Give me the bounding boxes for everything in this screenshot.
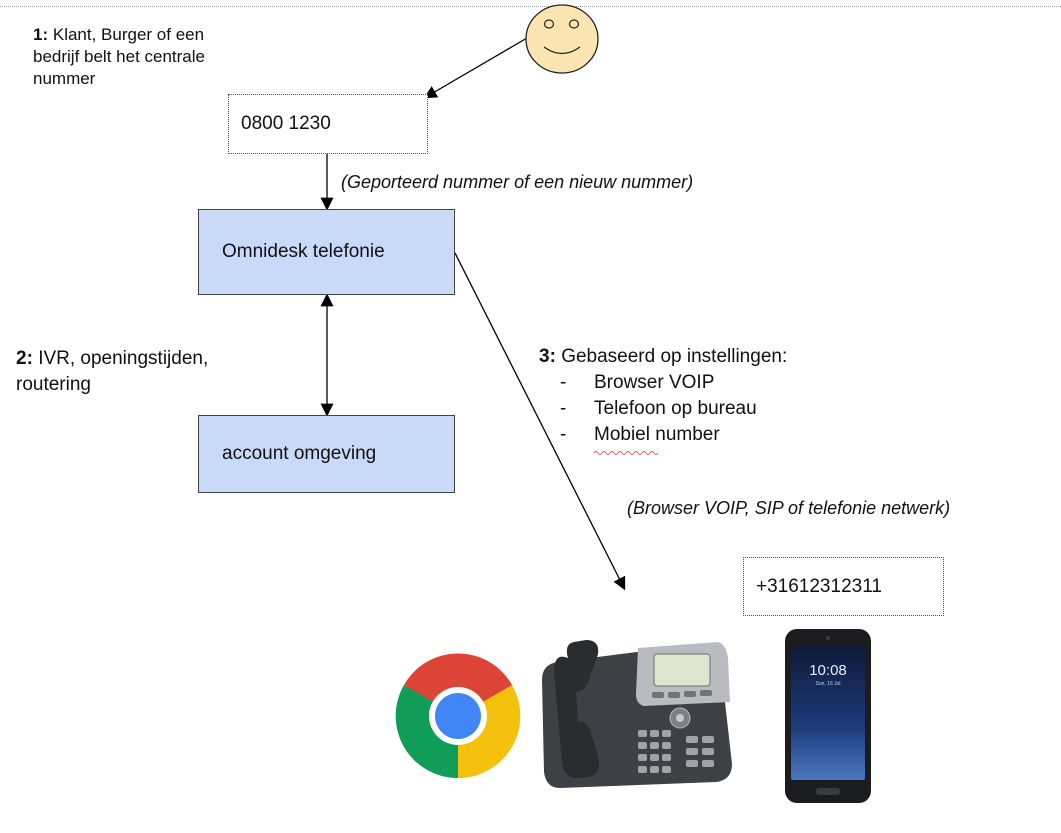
chrome-icon [395,653,521,779]
routing-option-label: Telefoon op bureau [594,398,757,419]
routing-option: - Telefoon op bureau [539,396,787,422]
account-omgeving-label: account omgeving [222,443,377,464]
mobile-number-box: +31612312311 [743,557,944,616]
smiley-icon [525,4,599,74]
spellcheck-underline [594,451,659,455]
step-1-text: Klant, Burger of een bedrijf belt het ce… [33,25,205,88]
phone-screen-date: Sun, 16 Jul [815,681,840,687]
routing-option: - Browser VOIP [539,370,787,396]
phone-screen-time: 10:08 [809,662,847,679]
central-number: 0800 1230 [241,113,331,134]
routing-option-label: Mobiel number [594,424,720,445]
arrow-omnidesk-to-devices [454,252,626,591]
step-2-number: 2: [16,348,33,369]
step-2-text: IVR, openingstijden, routering [16,348,209,395]
arrow-caller-to-number [423,37,528,99]
omnidesk-telefonie-box: Omnidesk telefonie [198,209,455,295]
mobile-number: +31612312311 [756,575,882,597]
step-3-note: 3: Gebaseerd op instellingen: - Browser … [539,344,787,448]
step-3-number: 3: [539,346,556,367]
account-omgeving-box: account omgeving [198,415,455,493]
ported-number-note: (Geporteerd nummer of een nieuw nummer) [341,172,694,192]
step-3-text: Gebaseerd op instellingen: [561,346,788,367]
routing-options-list: - Browser VOIP - Telefoon op bureau - Mo… [539,370,787,448]
step-2-note: 2: IVR, openingstijden, routering [16,346,266,398]
routing-option: - Mobiel number [539,422,787,448]
central-number-box: 0800 1230 [228,94,428,154]
omnidesk-telefonie-label: Omnidesk telefonie [222,241,385,262]
step-1-note: 1: Klant, Burger of een bedrijf belt het… [33,24,243,90]
routing-option-label: Browser VOIP [594,372,715,393]
page-top-border [0,6,1061,7]
network-note: (Browser VOIP, SIP of telefonie netwerk) [627,498,951,518]
step-1-number: 1: [33,25,49,44]
mobile-phone-icon: 10:08 Sun, 16 Jul [785,629,871,803]
desk-phone-icon [542,640,732,788]
